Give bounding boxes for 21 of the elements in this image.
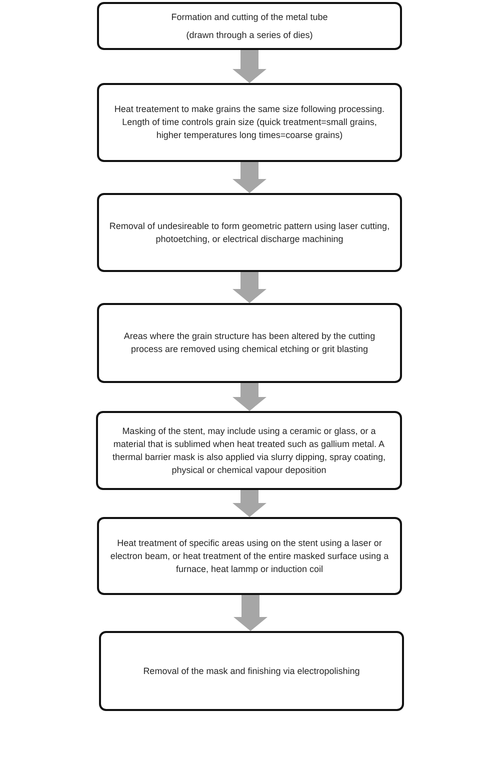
process-box [97,193,402,272]
process-box [97,517,402,595]
process-box [96,411,402,490]
step-text: Masking of the stent, may include using a ceramic or glass, or a material that is sublimed when heat treated such as gallium metal. A thermal barrier mask is also applied via slurry dipping, spray coating, physical or chemical vapour deposition [111,424,387,476]
process-box [97,2,402,50]
block-arrow [232,50,266,83]
step-text: Heat treatment of specific areas using on the stent using a laser or electron beam, or heat treatment of the entire masked surface using a furnace, heat lammp or induction coil [109,536,390,576]
process-box [97,83,402,162]
block-arrow [232,383,266,411]
step-text: Areas where the grain structure has been altered by the cutting process are removed using chemical etching or grit blasting [122,330,376,356]
step-text: (drawn through a series of dies) [186,28,313,42]
step-text: Heat treatement to make grains the same size following processing. Length of time controls grain size (quick treatment=small grains, higher temperatures long times=coarse grains) [113,103,386,142]
process-box [99,631,404,711]
process-box [97,303,402,383]
step-text: Removal of the mask and finishing via electropolishing [143,664,360,678]
step-text: Removal of undesireable to form geometric pattern using laser cutting, photoetching, or electrical discharge machining [109,220,390,246]
step-text: Formation and cutting of the metal tube [171,10,328,24]
block-arrow [232,490,266,517]
block-arrow [232,162,266,193]
block-arrow [232,272,266,303]
block-arrow [234,595,268,631]
